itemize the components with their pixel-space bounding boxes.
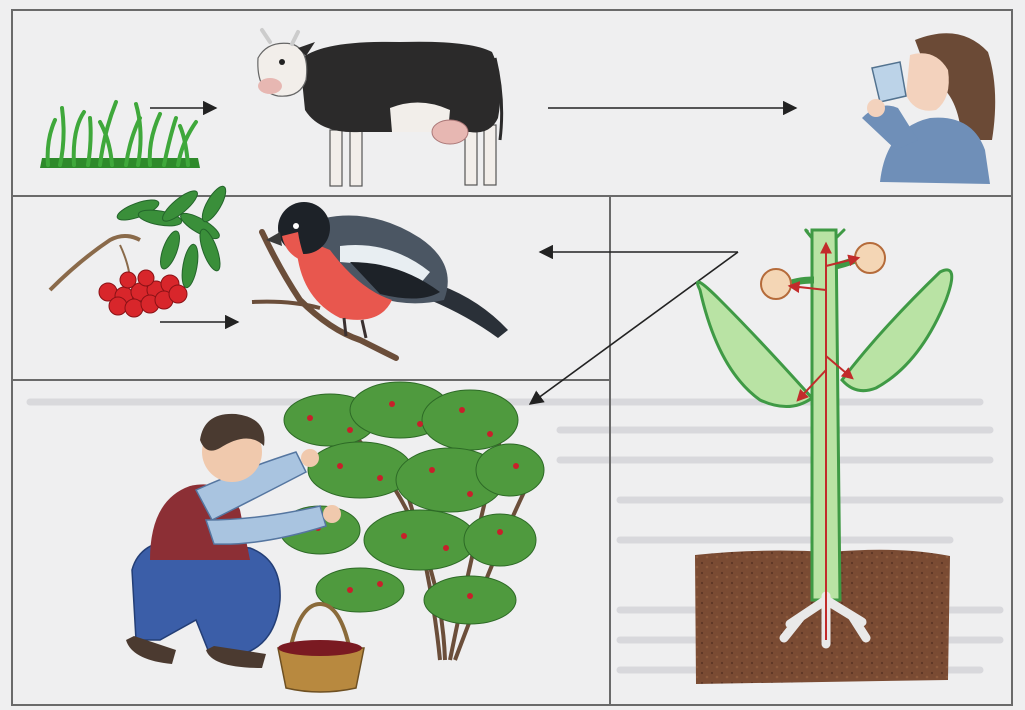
girl-drinking-milk [862, 33, 995, 184]
panel-top [12, 10, 1012, 196]
rowan-branch [50, 183, 230, 317]
arrow-plant-to-bush [530, 252, 738, 404]
grass [40, 102, 200, 168]
cow [258, 30, 502, 186]
berry-basket [278, 604, 364, 692]
bullfinch [252, 202, 508, 358]
fruit-right [855, 243, 885, 273]
fruit-left [761, 269, 791, 299]
rowan-berries [99, 270, 187, 317]
